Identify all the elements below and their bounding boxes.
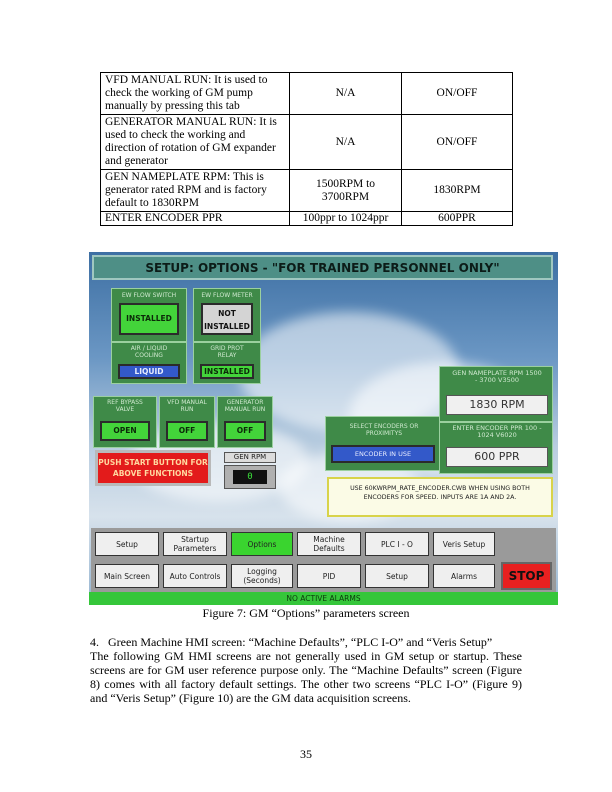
hmi-title: SETUP: OPTIONS - "FOR TRAINED PERSONNEL … — [92, 255, 553, 280]
encoder-ppr-group: ENTER ENCODER PPR 100 - 1024 V6020 600 P… — [439, 422, 553, 474]
air-liquid-cooling-button[interactable]: LIQUID — [118, 364, 180, 379]
gen-nameplate-rpm-group: GEN NAMEPLATE RPM 1500 - 3700 V3500 1830… — [439, 366, 553, 422]
ref-bypass-valve-label: REF BYPASS VALVE — [107, 399, 143, 413]
air-liquid-cooling-label: AIR / LIQUID COOLING — [130, 345, 168, 359]
nav-pid-button[interactable]: PID — [297, 564, 361, 588]
encoder-ppr-input[interactable]: 600 PPR — [446, 447, 548, 467]
param-range: N/A — [289, 72, 402, 115]
table-row: GEN NAMEPLATE RPM: This is generator rat… — [100, 169, 513, 212]
select-encoders-group: SELECT ENCODERS OR PROXIMITYS ENCODER IN… — [325, 416, 441, 471]
ref-bypass-valve-group: REF BYPASS VALVE OPEN — [93, 396, 157, 448]
ew-flow-switch-label: EW FLOW SWITCH — [121, 292, 177, 299]
push-start-warning: PUSH START BUTTON FOR ABOVE FUNCTIONS — [95, 450, 211, 486]
param-default: 1830RPM — [401, 169, 513, 212]
vfd-manual-run-button[interactable]: OFF — [166, 421, 208, 441]
nav-options-button[interactable]: Options — [231, 532, 293, 556]
nav-machine-defaults-button[interactable]: Machine Defaults — [297, 532, 361, 556]
nav-startup-parameters-button[interactable]: Startup Parameters — [163, 532, 227, 556]
ew-flow-meter-group: EW FLOW METER NOT INSTALLED — [193, 288, 261, 342]
param-range: 1500RPM to 3700RPM — [289, 169, 402, 212]
param-description: GEN NAMEPLATE RPM: This is generator rat… — [100, 169, 290, 212]
hmi-options-screenshot: SETUP: OPTIONS - "FOR TRAINED PERSONNEL … — [89, 252, 558, 605]
vfd-manual-run-group: VFD MANUAL RUN OFF — [159, 396, 215, 448]
nav-main-screen-button[interactable]: Main Screen — [95, 564, 159, 588]
nav-row-1: Setup Startup Parameters Options Machine… — [91, 528, 556, 560]
table-row: GENERATOR MANUAL RUN: It is used to chec… — [100, 114, 513, 170]
nav-row-2: Main Screen Auto Controls Logging (Secon… — [91, 560, 556, 592]
nav-veris-setup-button[interactable]: Veris Setup — [433, 532, 495, 556]
param-range: N/A — [289, 114, 402, 170]
generator-manual-run-button[interactable]: OFF — [224, 421, 266, 441]
generator-manual-run-group: GENERATOR MANUAL RUN OFF — [217, 396, 273, 448]
gen-rpm-display: 0 — [224, 465, 276, 489]
vfd-manual-run-label: VFD MANUAL RUN — [167, 399, 207, 413]
nav-logging-button[interactable]: Logging (Seconds) — [231, 564, 293, 588]
nav-setup-button[interactable]: Setup — [95, 532, 159, 556]
gen-nameplate-rpm-input[interactable]: 1830 RPM — [446, 395, 548, 415]
select-encoders-label: SELECT ENCODERS OR PROXIMITYS — [349, 423, 419, 437]
encoder-ppr-label: ENTER ENCODER PPR 100 - 1024 V6020 — [452, 424, 542, 439]
param-default: ON/OFF — [401, 114, 513, 170]
ew-flow-switch-button[interactable]: INSTALLED — [119, 303, 179, 335]
page-number: 35 — [300, 747, 312, 761]
param-range: 100ppr to 1024ppr — [289, 211, 402, 226]
param-default: ON/OFF — [401, 72, 513, 115]
nav-setup-button-2[interactable]: Setup — [365, 564, 429, 588]
air-liquid-cooling-group: AIR / LIQUID COOLING LIQUID — [111, 342, 187, 384]
parameter-table: VFD MANUAL RUN: It is used to check the … — [100, 72, 513, 226]
param-default: 600PPR — [401, 211, 513, 226]
nav-alarms-button[interactable]: Alarms — [433, 564, 495, 588]
param-description: VFD MANUAL RUN: It is used to check the … — [100, 72, 290, 115]
encoder-note: USE 60KWRPM_RATE_ENCODER.CWB WHEN USING … — [327, 477, 553, 517]
nav-plc-io-button[interactable]: PLC I - O — [365, 532, 429, 556]
table-row: VFD MANUAL RUN: It is used to check the … — [100, 72, 513, 115]
section-heading: 4. Green Machine HMI screen: “Machine De… — [90, 635, 493, 649]
stop-button[interactable]: STOP — [501, 562, 552, 590]
table-row: ENTER ENCODER PPR 100ppr to 1024ppr 600P… — [100, 211, 513, 226]
grid-prot-relay-group: GRID PROT RELAY INSTALLED — [193, 342, 261, 384]
alarm-status-bar: NO ACTIVE ALARMS — [89, 592, 558, 605]
figure-caption: Figure 7: GM “Options” parameters screen — [202, 606, 410, 620]
select-encoders-button[interactable]: ENCODER IN USE — [331, 445, 435, 463]
param-description: ENTER ENCODER PPR — [100, 211, 290, 226]
gen-nameplate-rpm-label: GEN NAMEPLATE RPM 1500 - 3700 V3500 — [452, 369, 542, 384]
generator-manual-run-label: GENERATOR MANUAL RUN — [224, 399, 266, 413]
param-description: GENERATOR MANUAL RUN: It is used to chec… — [100, 114, 290, 170]
ew-flow-meter-label: EW FLOW METER — [201, 292, 253, 299]
nav-auto-controls-button[interactable]: Auto Controls — [163, 564, 227, 588]
ref-bypass-valve-button[interactable]: OPEN — [100, 421, 150, 441]
ew-flow-meter-button[interactable]: NOT INSTALLED — [201, 303, 253, 335]
gen-rpm-label: GEN RPM — [224, 452, 276, 463]
ew-flow-switch-group: EW FLOW SWITCH INSTALLED — [111, 288, 187, 342]
gen-rpm-value: 0 — [233, 470, 267, 484]
grid-prot-relay-label: GRID PROT RELAY — [210, 345, 244, 359]
body-paragraph: The following GM HMI screens are not gen… — [90, 649, 522, 705]
grid-prot-relay-button[interactable]: INSTALLED — [200, 364, 254, 379]
